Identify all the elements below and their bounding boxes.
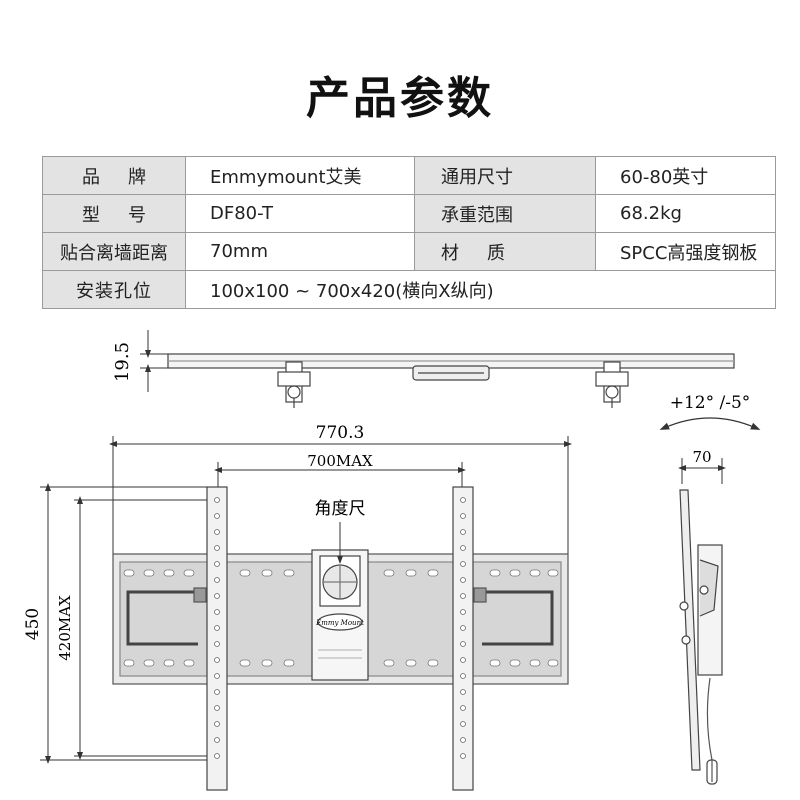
spec-table: 品牌 Emmymount艾美 通用尺寸 60-80英寸 型号 DF80-T 承重…	[42, 156, 776, 309]
top-view	[167, 353, 735, 408]
total-width-label: 770.3	[316, 423, 365, 443]
vesa-width-label: 700MAX	[307, 452, 373, 470]
side-depth-label: 70	[692, 448, 711, 466]
spec-label-model: 型号	[42, 194, 186, 233]
spec-label-material: 材质	[414, 232, 596, 271]
angle-gauge-label: 角度尺	[315, 499, 366, 519]
spec-label-load: 承重范围	[414, 194, 596, 233]
tilt-arc	[659, 417, 761, 430]
spec-value-load: 68.2kg	[595, 194, 776, 233]
spec-row: 型号 DF80-T 承重范围 68.2kg	[42, 194, 776, 233]
height-dimension	[40, 483, 207, 764]
vertical-arm-left	[206, 486, 228, 791]
vesa-height-dimension	[74, 496, 207, 760]
brand-plate-label: Emmy Mount	[315, 619, 364, 627]
depth-dimension	[140, 330, 168, 392]
spec-value-material: SPCC高强度钢板	[595, 232, 776, 271]
vesa-height-label: 420MAX	[56, 595, 74, 661]
spec-row: 安装孔位 100x100 ~ 700x420(横向X纵向)	[42, 270, 776, 309]
technical-drawing: 19.5 770.3 700MAX	[23, 330, 761, 791]
spec-value-wall-distance: 70mm	[185, 232, 415, 271]
spec-row: 品牌 Emmymount艾美 通用尺寸 60-80英寸	[42, 156, 776, 195]
vertical-arm-right	[452, 486, 474, 791]
side-view	[679, 489, 723, 785]
spec-label-size: 通用尺寸	[414, 156, 596, 195]
spec-value-size: 60-80英寸	[595, 156, 776, 195]
height-label: 450	[23, 608, 43, 640]
spec-label-wall-distance: 贴合离墙距离	[42, 232, 186, 271]
depth-dimension-label: 19.5	[112, 342, 133, 382]
side-depth-dimension	[678, 458, 726, 484]
tilt-range-label: +12° /-5°	[670, 393, 751, 413]
spec-value-model: DF80-T	[185, 194, 415, 233]
spec-value-brand: Emmymount艾美	[185, 156, 415, 195]
spec-row: 贴合离墙距离 70mm 材质 SPCC高强度钢板	[42, 232, 776, 271]
spec-value-mounting-holes: 100x100 ~ 700x420(横向X纵向)	[185, 270, 776, 309]
total-width-dimension	[109, 436, 572, 560]
center-plate	[311, 549, 369, 681]
spec-label-mounting-holes: 安装孔位	[42, 270, 186, 309]
page-title: 产品参数	[306, 73, 494, 124]
spec-label-brand: 品牌	[42, 156, 186, 195]
